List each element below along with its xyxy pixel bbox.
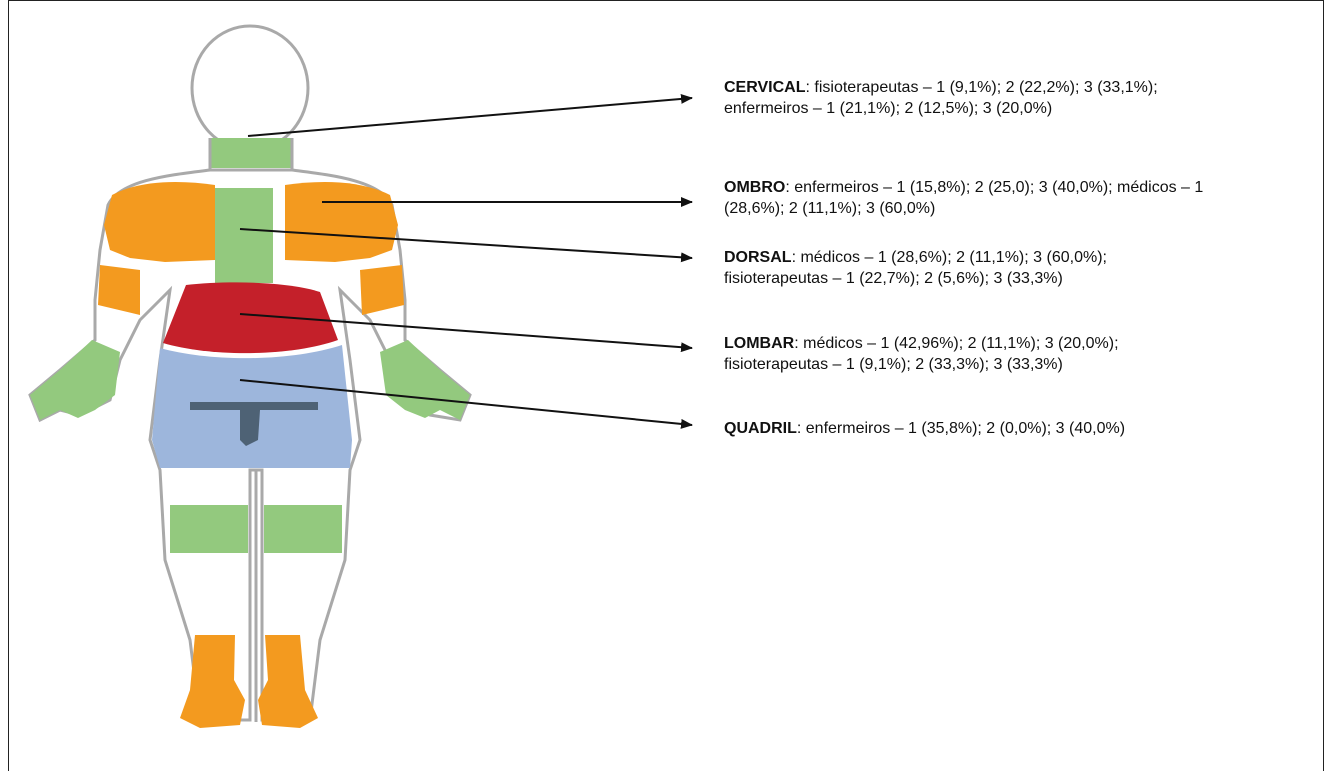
knee-left-region xyxy=(170,505,248,553)
label-quadril-name: QUADRIL xyxy=(724,420,797,437)
label-dorsal-name: DORSAL xyxy=(724,249,792,266)
label-ombro-name: OMBRO xyxy=(724,179,785,196)
label-lombar-name: LOMBAR xyxy=(724,335,794,352)
knee-right-region xyxy=(264,505,342,553)
arrow-cervical xyxy=(248,98,692,136)
label-lombar: LOMBAR: médicos – 1 (42,96%); 2 (11,1%);… xyxy=(724,333,1214,375)
hand-right-region xyxy=(380,340,470,420)
lumbar-region xyxy=(163,282,338,353)
label-quadril: QUADRIL: enfermeiros – 1 (35,8%); 2 (0,0… xyxy=(724,418,1244,439)
label-ombro-text: : enfermeiros – 1 (15,8%); 2 (25,0); 3 (… xyxy=(724,179,1203,217)
hand-left-region xyxy=(30,340,120,420)
label-quadril-text: : enfermeiros – 1 (35,8%); 2 (0,0%); 3 (… xyxy=(797,420,1125,437)
shoulder-right-region xyxy=(285,182,398,262)
dorsal-region xyxy=(215,188,273,283)
label-ombro: OMBRO: enfermeiros – 1 (15,8%); 2 (25,0)… xyxy=(724,177,1204,219)
neck-cervical-region xyxy=(210,138,292,168)
label-cervical: CERVICAL: fisioterapeutas – 1 (9,1%); 2 … xyxy=(724,77,1174,119)
label-dorsal: DORSAL: médicos – 1 (28,6%); 2 (11,1%); … xyxy=(724,247,1204,289)
shoulder-left-region xyxy=(104,182,215,262)
label-cervical-name: CERVICAL xyxy=(724,79,806,96)
